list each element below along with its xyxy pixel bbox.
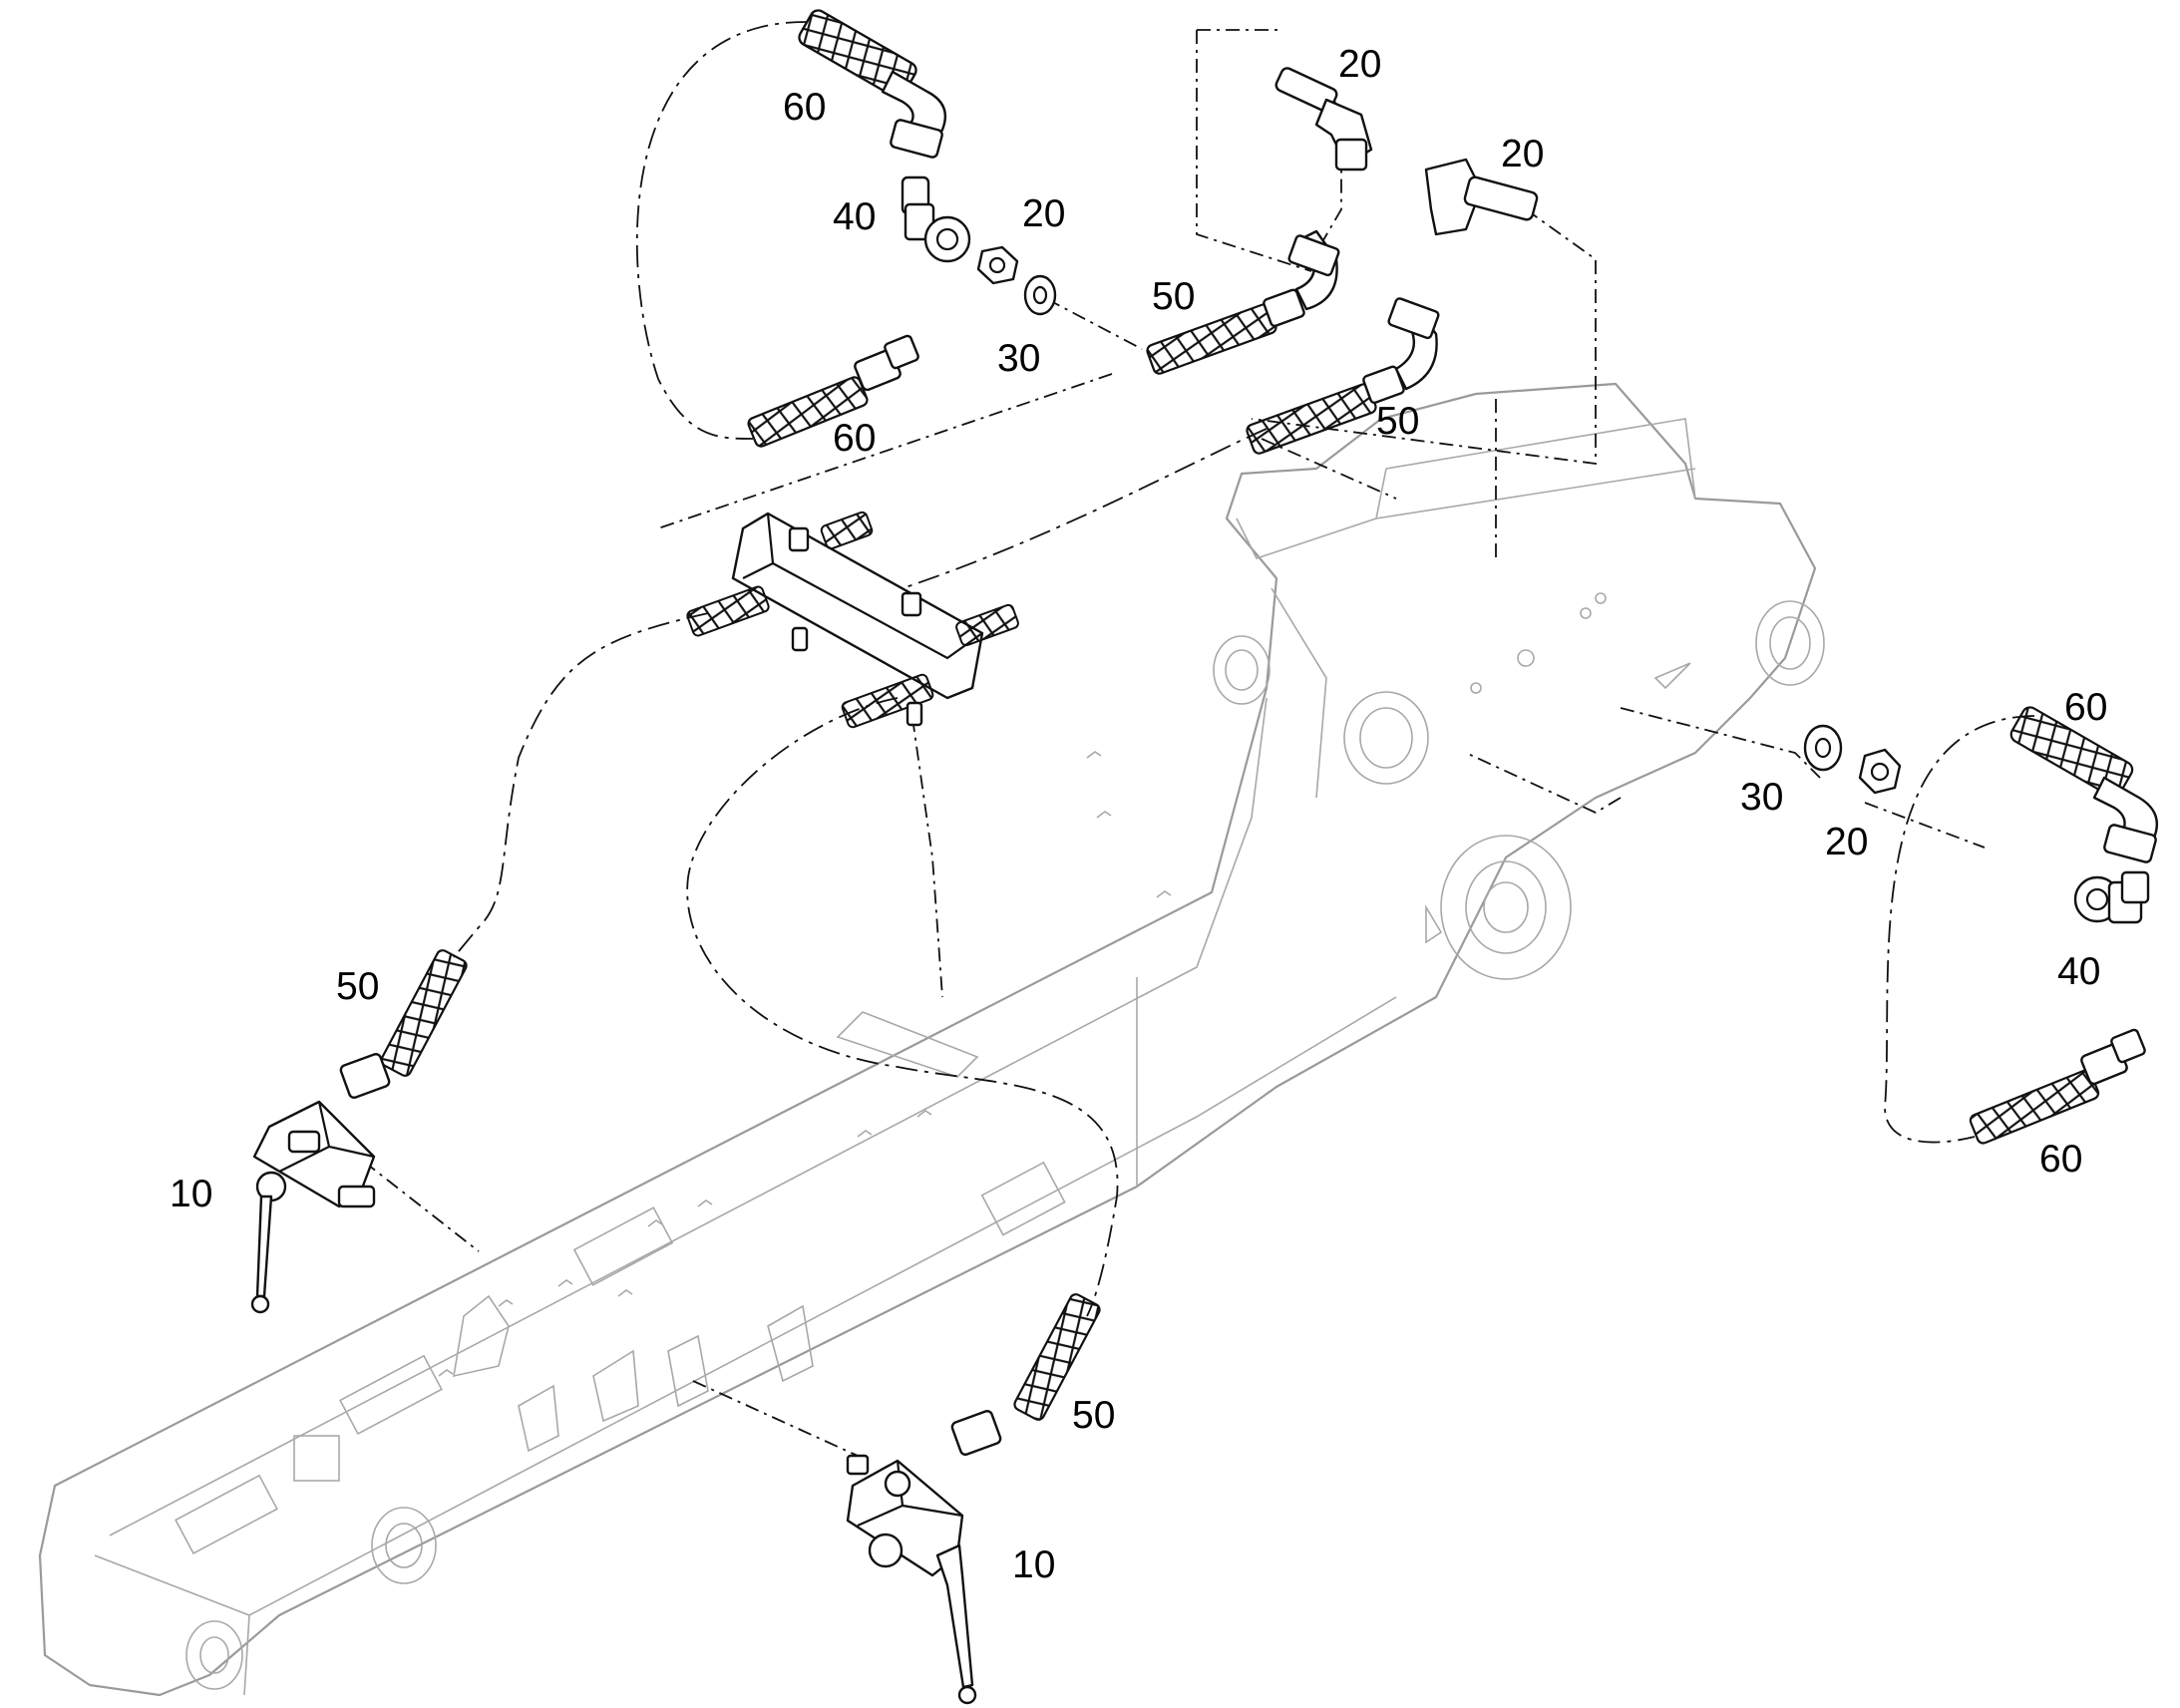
nut-20-right [1858, 748, 1902, 795]
callout-label: 20 [1022, 192, 1066, 235]
callout-label: 50 [1072, 1394, 1116, 1437]
hose-bent-60-upper-left [798, 9, 947, 159]
elbow-fitting-40-right [2073, 870, 2150, 924]
callout-label: 60 [783, 86, 827, 129]
nut-20-upper-left [976, 245, 1019, 285]
elbow-fitting-20-top-center [1274, 67, 1373, 171]
shutoff-valve-10-center [846, 1454, 977, 1705]
hose-50-lower-left [339, 949, 468, 1099]
callout-label: 40 [2057, 950, 2101, 993]
callout-label: 20 [1501, 133, 1545, 175]
hose-50-upper-center-a [1146, 229, 1340, 375]
hose-50-lower-center [950, 1293, 1101, 1456]
hose-50-upper-center-b [1246, 297, 1440, 455]
callout-label: 10 [170, 1173, 213, 1215]
callout-label: 50 [1376, 400, 1420, 443]
shutoff-valve-10-left [250, 1100, 376, 1314]
elbow-fitting-20-top-right [1424, 158, 1539, 236]
washer-30-upper-left [1023, 274, 1057, 316]
callout-label: 30 [997, 337, 1041, 380]
leader-lines [363, 21, 2035, 1457]
hose-straight-60-right [1969, 1028, 2146, 1145]
washer-30-right [1803, 724, 1843, 772]
callout-label: 20 [1825, 821, 1869, 863]
callout-label: 40 [833, 195, 877, 238]
callout-label: 60 [2064, 686, 2108, 729]
callout-label: 50 [1152, 275, 1196, 318]
callout-label: 50 [336, 965, 380, 1008]
hose-clamp-block [686, 511, 1019, 729]
callout-label: 60 [2039, 1138, 2083, 1181]
hose-straight-60-upper-left [747, 334, 919, 448]
elbow-fitting-40-upper-left [901, 175, 971, 263]
boom-arm [38, 382, 1825, 1697]
callout-label: 30 [1740, 776, 1784, 819]
callout-label: 10 [1012, 1543, 1056, 1586]
callout-label: 20 [1338, 43, 1382, 86]
hose-bent-60-right [2009, 706, 2159, 863]
callout-label: 60 [833, 417, 877, 460]
